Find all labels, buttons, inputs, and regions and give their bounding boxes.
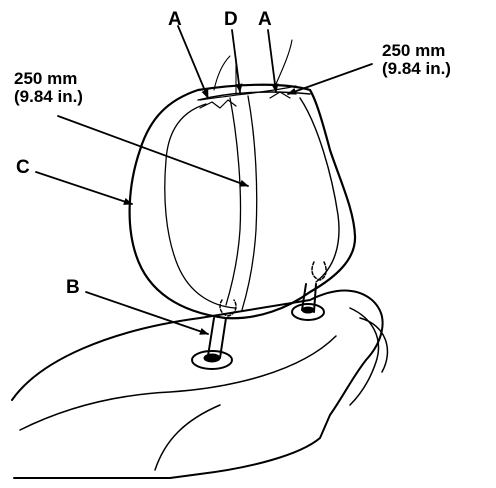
dimension-right-mm: 250 mm bbox=[382, 41, 446, 60]
leader-a-left bbox=[177, 25, 209, 99]
dimension-right: 250 mm (9.84 in.) bbox=[382, 42, 451, 78]
headrest-seam-right bbox=[299, 97, 340, 283]
seat-back-inner-line bbox=[19, 335, 337, 431]
tape-top-line bbox=[199, 85, 297, 101]
right-stay-guide-hole bbox=[301, 306, 315, 314]
label-a-left: A bbox=[168, 9, 182, 30]
leader-b bbox=[85, 291, 209, 335]
headrest-outline bbox=[128, 83, 357, 320]
label-a-right: A bbox=[258, 9, 272, 30]
tape-upper-curve-right bbox=[275, 39, 293, 85]
leader-d bbox=[231, 29, 243, 93]
label-b: B bbox=[66, 277, 80, 298]
seat-back-side-panel-edge bbox=[359, 317, 389, 373]
headrest-seam-center-right bbox=[241, 95, 258, 311]
right-stay-guide bbox=[291, 303, 325, 321]
dimension-left: 250 mm (9.84 in.) bbox=[14, 70, 83, 106]
headrest-inner-contour bbox=[164, 103, 236, 309]
leader-250-left bbox=[57, 115, 249, 187]
left-stay-guide bbox=[191, 350, 233, 370]
right-stay-clip bbox=[311, 261, 327, 281]
seat-back-lower-curve bbox=[154, 404, 221, 471]
dimension-left-mm: 250 mm bbox=[14, 69, 78, 88]
headrest-top-stitch-right bbox=[269, 91, 291, 99]
right-stay-rod bbox=[301, 283, 317, 313]
leader-250-right bbox=[287, 63, 373, 95]
tape-upper-curve bbox=[213, 55, 231, 91]
headrest-seam-center-left bbox=[225, 97, 242, 306]
seat-back-side-panel bbox=[349, 307, 380, 406]
dimension-left-in: (9.84 in.) bbox=[14, 86, 83, 106]
seat-back-outline bbox=[11, 289, 384, 479]
leader-c bbox=[35, 171, 133, 205]
left-stay-clip bbox=[219, 299, 237, 317]
dimension-right-in: (9.84 in.) bbox=[382, 58, 451, 78]
headrest-top-stitch bbox=[199, 99, 237, 109]
label-d: D bbox=[224, 9, 238, 30]
label-c: C bbox=[16, 157, 30, 178]
leader-a-right bbox=[267, 29, 279, 93]
left-stay-guide-hole bbox=[203, 353, 221, 363]
